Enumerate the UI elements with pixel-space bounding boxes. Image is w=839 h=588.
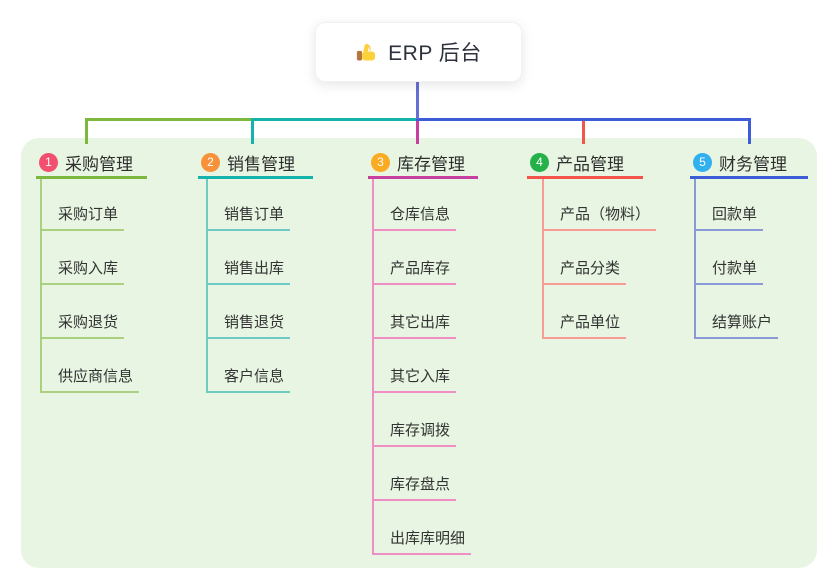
badge-2: 2 (201, 152, 220, 172)
branch-title-inventory[interactable]: 3 库存管理 (368, 148, 478, 179)
branch-title-finance[interactable]: 5 财务管理 (690, 148, 808, 179)
node-settlement-account[interactable]: 结算账户 (696, 285, 779, 339)
node-purchase-return[interactable]: 采购退货 (42, 285, 125, 339)
node-stock-count[interactable]: 库存盘点 (374, 447, 457, 501)
node-product-stock[interactable]: 产品库存 (374, 231, 457, 285)
node-customer-info[interactable]: 客户信息 (208, 339, 291, 393)
thumbs-up-icon (355, 41, 378, 64)
node-outbound-detail[interactable]: 出库库明细 (374, 501, 472, 555)
connector-elbow-product (582, 120, 585, 144)
badge-3: 3 (371, 152, 390, 172)
badge-1: 1 (39, 152, 58, 172)
node-sales-outbound[interactable]: 销售出库 (208, 231, 291, 285)
branch-title-product[interactable]: 4 产品管理 (527, 148, 643, 179)
node-stock-transfer[interactable]: 库存调拨 (374, 393, 457, 447)
node-receipt-doc[interactable]: 回款单 (696, 179, 764, 231)
node-product-unit[interactable]: 产品单位 (544, 285, 627, 339)
node-product-material[interactable]: 产品（物料） (544, 179, 657, 231)
branch-items-sales: 销售订单 销售出库 销售退货 客户信息 (206, 179, 291, 393)
root-node-label: ERP 后台 (388, 42, 482, 65)
branches-background-panel (21, 138, 817, 568)
branch-items-product: 产品（物料） 产品分类 产品单位 (542, 179, 657, 339)
connector-elbow-sales (251, 118, 254, 144)
badge-5: 5 (693, 152, 712, 172)
node-supplier-info[interactable]: 供应商信息 (42, 339, 140, 393)
connector-spine-left-green (85, 118, 253, 121)
node-sales-order[interactable]: 销售订单 (208, 179, 291, 231)
connector-elbow-purchase (85, 118, 88, 144)
node-payment-doc[interactable]: 付款单 (696, 231, 764, 285)
branch-title-purchase[interactable]: 1 采购管理 (36, 148, 147, 179)
node-warehouse-info[interactable]: 仓库信息 (374, 179, 457, 231)
connector-spine-right-blue (416, 118, 750, 121)
connector-elbow-finance (748, 118, 751, 144)
branch-title-sales[interactable]: 2 销售管理 (198, 148, 313, 179)
branch-items-inventory: 仓库信息 产品库存 其它出库 其它入库 库存调拨 库存盘点 出库库明细 (372, 179, 472, 555)
node-sales-return[interactable]: 销售退货 (208, 285, 291, 339)
node-purchase-order[interactable]: 采购订单 (42, 179, 125, 231)
connector-elbow-inventory (416, 120, 419, 144)
node-other-inbound[interactable]: 其它入库 (374, 339, 457, 393)
connector-spine-mid-teal (251, 118, 418, 121)
root-node-erp[interactable]: ERP 后台 (315, 22, 522, 82)
node-product-category[interactable]: 产品分类 (544, 231, 627, 285)
badge-4: 4 (530, 152, 549, 172)
node-other-outbound[interactable]: 其它出库 (374, 285, 457, 339)
branch-items-purchase: 采购订单 采购入库 采购退货 供应商信息 (40, 179, 140, 393)
branch-items-finance: 回款单 付款单 结算账户 (694, 179, 779, 339)
root-connector (416, 81, 419, 119)
node-purchase-inbound[interactable]: 采购入库 (42, 231, 125, 285)
